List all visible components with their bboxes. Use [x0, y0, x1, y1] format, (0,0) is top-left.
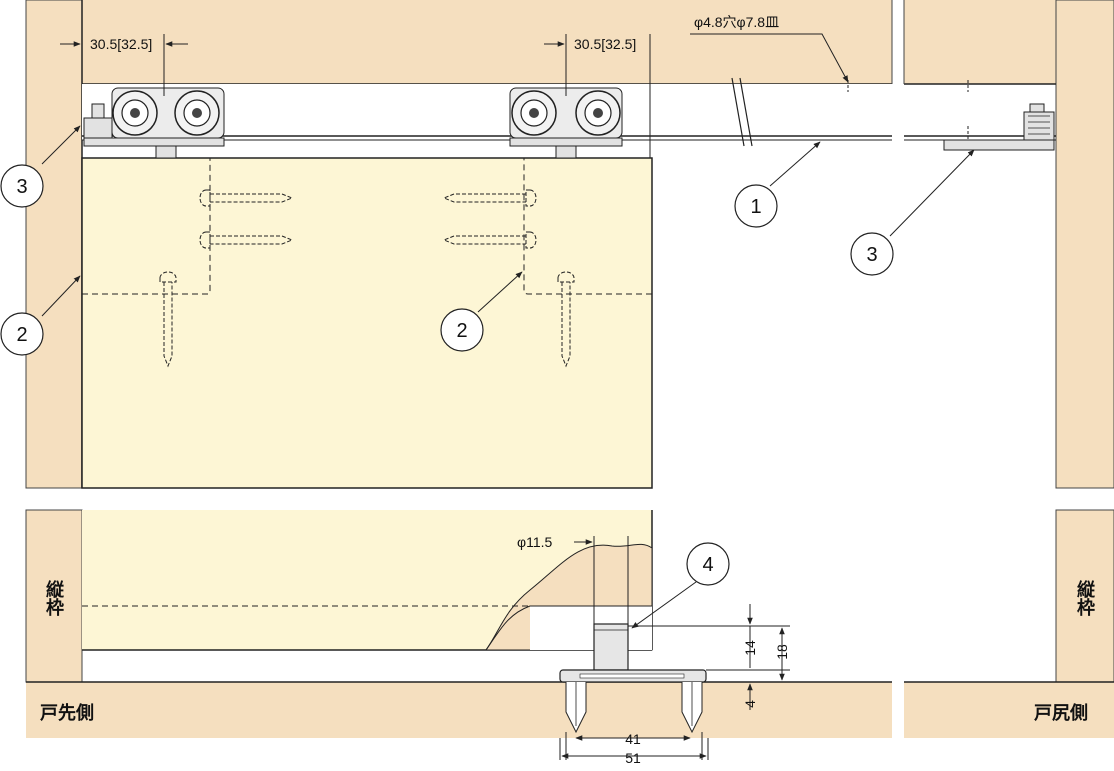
screw [557, 271, 575, 368]
floor-right [904, 682, 1114, 738]
dim-51: 51 [625, 750, 641, 766]
lower-section [25, 509, 1114, 738]
hanger-roller-left [83, 87, 225, 159]
dim-18: 18 [774, 644, 790, 660]
screw [442, 231, 537, 249]
callout-4-text: 4 [702, 554, 713, 576]
screws [159, 189, 575, 368]
dim-hole: φ4.8穴φ7.8皿 [694, 14, 779, 30]
screw [159, 271, 177, 368]
frame-labels: 縦枠 縦枠 戸先側 戸尻側 [40, 579, 1095, 723]
dim-4: 4 [742, 700, 758, 708]
upper-left-frame [25, 0, 83, 489]
hanger-roller-right [509, 87, 623, 159]
upper-right-head-wood [904, 0, 1056, 84]
dimension-lines [60, 33, 849, 760]
callout-4 [686, 542, 730, 586]
callout-3-right [850, 232, 894, 276]
callout-1-text: 1 [750, 196, 761, 218]
callout-3-left [0, 164, 44, 208]
dim-14: 14 [742, 640, 758, 656]
upper-right-frame [1055, 0, 1114, 489]
dimension-labels: 30.5[32.5] 30.5[32.5] φ4.8穴φ7.8皿 φ11.5 1… [90, 14, 790, 766]
dim-41: 41 [625, 731, 641, 747]
callout-2-center-text: 2 [456, 320, 467, 342]
callout-circles: 3 2 2 1 3 4 [0, 164, 894, 586]
floor-left [26, 682, 892, 738]
callout-2-left [0, 312, 44, 356]
stopper-right [943, 103, 1055, 151]
screw [442, 189, 537, 207]
screw [199, 231, 294, 249]
callout-1 [734, 184, 778, 228]
screw [199, 189, 294, 207]
frame-left-label: 縦枠 [44, 579, 64, 617]
door-tail-side-label: 戸尻側 [1034, 702, 1088, 723]
door-tip-side-label: 戸先側 [40, 702, 94, 723]
callout-3-right-text: 3 [866, 244, 877, 266]
callout-leaders [41, 125, 975, 629]
dim-right-offset: 30.5[32.5] [574, 36, 636, 52]
callout-2-center [440, 308, 484, 352]
dim-left-offset: 30.5[32.5] [90, 36, 152, 52]
lower-left-frame [25, 509, 83, 683]
callout-2-left-text: 2 [16, 324, 27, 346]
door-upper [81, 157, 653, 489]
dim-pin-dia: φ11.5 [517, 534, 553, 550]
callout-3-left-text: 3 [16, 176, 27, 198]
upper-head-wood [82, 0, 892, 84]
frame-right-label: 縦枠 [1075, 579, 1095, 617]
lower-right-frame [1055, 509, 1114, 683]
floor-guide [559, 623, 707, 734]
